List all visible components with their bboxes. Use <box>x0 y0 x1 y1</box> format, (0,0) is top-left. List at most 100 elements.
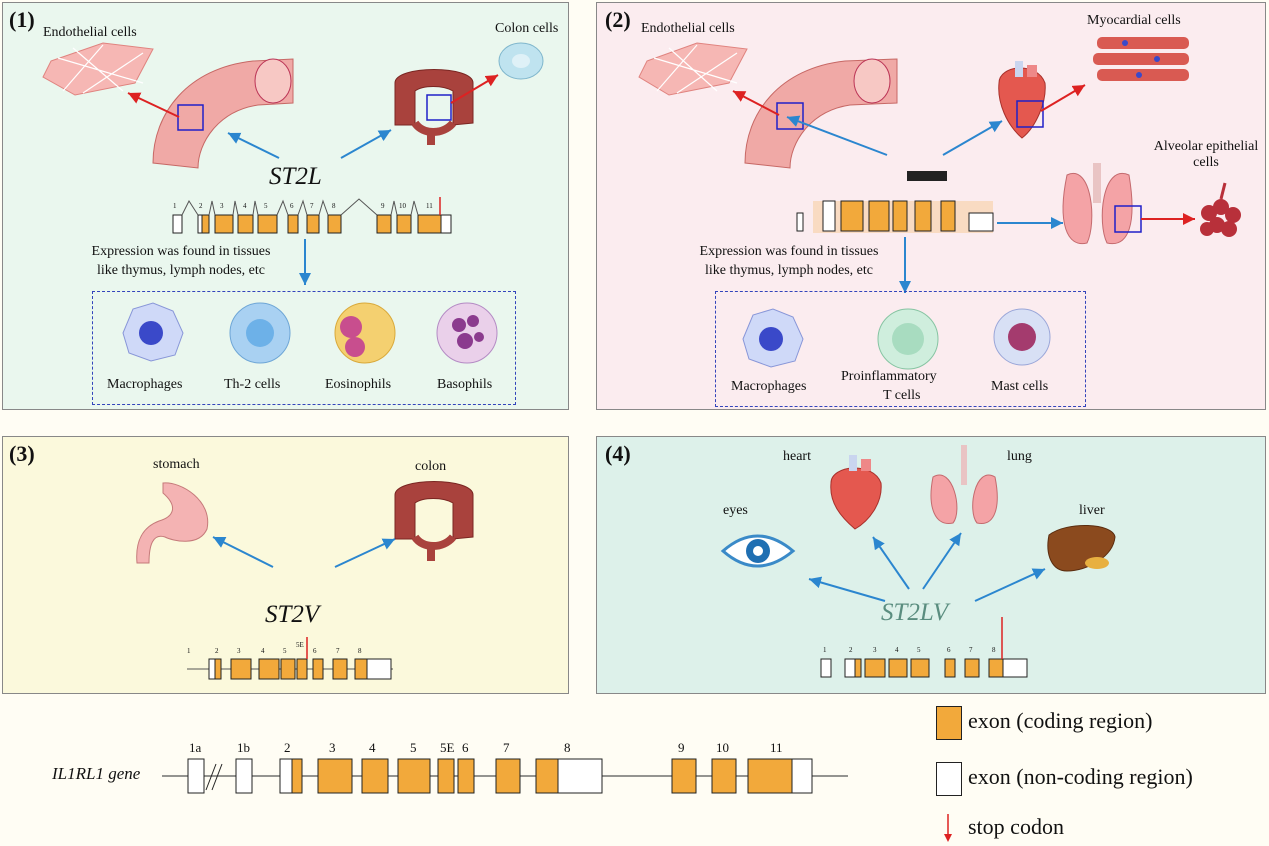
exon-label: 2 <box>849 646 853 654</box>
stop-codon-icon <box>944 814 952 842</box>
exon-label: 8 <box>358 647 362 655</box>
st2v-exon-structure <box>187 637 393 680</box>
exon-label: 4 <box>243 202 247 210</box>
colon-icon <box>394 481 474 561</box>
blood-vessel-icon <box>744 58 898 169</box>
gene-exon-label: 9 <box>678 740 685 755</box>
myocardial-label: Myocardial cells <box>1087 13 1181 28</box>
blue-arrow <box>340 129 392 159</box>
gene-map-name: IL1RL1 gene <box>52 764 141 783</box>
gene-name: ST2V <box>265 601 320 628</box>
expression-text: Expression was found in tissues like thy… <box>681 243 897 281</box>
exon-label: 3 <box>873 646 877 654</box>
endothelial-label: Endothelial cells <box>641 21 735 36</box>
lung-label: lung <box>1007 449 1032 464</box>
exon-label: 5 <box>917 646 921 654</box>
heart-label: heart <box>783 449 811 464</box>
gene-exon-label: 10 <box>716 740 729 755</box>
exon-label: 4 <box>895 646 899 654</box>
mast-cell-icon <box>993 308 1051 366</box>
exon-label: 7 <box>310 202 314 210</box>
macrophage-icon <box>122 302 184 362</box>
endothelial-label: Endothelial cells <box>43 25 137 40</box>
panel-number: (3) <box>9 441 35 466</box>
exon-label: 4 <box>261 647 265 655</box>
blue-arrow <box>942 120 1003 156</box>
exon-label: 2 <box>199 202 203 210</box>
panel-st2v: (3) stomach colon ST2V <box>2 436 569 694</box>
colon-cells-label: Colon cells <box>495 21 559 36</box>
gene-exon-label: 3 <box>329 740 336 755</box>
exon-label: 7 <box>336 647 340 655</box>
cell-label: T cells <box>883 388 921 403</box>
gene-name: ST2LV <box>881 599 949 626</box>
cell-label: Th-2 cells <box>224 377 281 392</box>
colon-icon <box>394 69 474 145</box>
eyes-label: eyes <box>723 503 748 518</box>
blue-arrow <box>786 115 888 156</box>
red-arrow <box>1040 84 1086 112</box>
alveolar-line: Alveolar epithelial <box>1153 139 1259 154</box>
eye-icon <box>720 534 796 568</box>
exon-structure-icon <box>796 171 994 233</box>
gene-exon-label: 7 <box>503 740 510 755</box>
exon-label: 2 <box>215 647 219 655</box>
gene-exon-label: 8 <box>564 740 571 755</box>
exon-label: 7 <box>969 646 973 654</box>
immune-cells-box <box>715 291 1086 407</box>
cell-label: Proinflammatory <box>841 369 937 384</box>
panel3-illustration <box>136 481 474 680</box>
th2-cell-icon <box>229 302 291 364</box>
coding-exon-swatch <box>936 706 962 740</box>
cell-label: Mast cells <box>991 379 1049 394</box>
exon-label: 9 <box>381 202 385 210</box>
gene-exon-label: 5E <box>440 740 455 755</box>
exon-label: 8 <box>332 202 336 210</box>
exon-label: 10 <box>399 202 406 210</box>
gene-exon-label: 2 <box>284 740 291 755</box>
exon-label: 5 <box>264 202 268 210</box>
eosinophil-icon <box>334 302 396 364</box>
noncoding-exon-swatch <box>936 762 962 796</box>
exon-label: 1 <box>187 647 191 655</box>
legend-noncoding: exon (non-coding region) <box>968 764 1193 789</box>
colon-label: colon <box>415 459 447 474</box>
alveolar-line: cells <box>1193 155 1219 170</box>
blue-arrow <box>227 132 280 159</box>
gene-exon-label: 4 <box>369 740 376 755</box>
panel2-illustration <box>638 37 1241 370</box>
expression-line: like thymus, lymph nodes, etc <box>97 262 265 278</box>
heart-icon <box>998 61 1046 139</box>
panel-number: (2) <box>605 7 631 32</box>
expression-line: Expression was found in tissues <box>699 244 879 259</box>
gene-exon-label: 5 <box>410 740 417 755</box>
expression-line: like thymus, lymph nodes, etc <box>705 262 873 278</box>
endothelial-cells-icon <box>42 42 154 96</box>
expression-line: Expression was found in tissues <box>91 244 271 259</box>
panel-st2lv: (4) heart lung eyes liver ST2LV <box>596 436 1266 694</box>
exon-label: 5E <box>296 641 304 649</box>
gene-exon-label: 6 <box>462 740 469 755</box>
blue-arrow <box>922 532 962 590</box>
legend-stop: stop codon <box>968 814 1064 839</box>
blue-arrow <box>974 568 1046 602</box>
exon-label: 3 <box>220 202 224 210</box>
gene-exon-label: 1b <box>237 740 250 755</box>
immune-cells-box <box>92 291 516 405</box>
red-arrow <box>450 74 499 104</box>
red-arrow <box>127 92 180 118</box>
cell-label: Macrophages <box>731 379 807 394</box>
myocardial-cells-icon <box>1093 37 1189 81</box>
panel-number: (1) <box>9 7 35 32</box>
legend-coding: exon (coding region) <box>968 708 1153 733</box>
exon-label: 6 <box>313 647 317 655</box>
stomach-icon <box>136 482 209 564</box>
exon-label: 1 <box>823 646 827 654</box>
blood-vessel-icon <box>152 58 294 169</box>
heart-icon <box>830 455 882 530</box>
panel-2: (2) Endothelial cells Myocardial cells A… <box>596 2 1266 410</box>
exon-label: 6 <box>290 202 294 210</box>
endothelial-cells-icon <box>638 42 748 96</box>
stomach-label: stomach <box>153 457 200 472</box>
alveolar-cells-icon <box>1200 182 1241 237</box>
